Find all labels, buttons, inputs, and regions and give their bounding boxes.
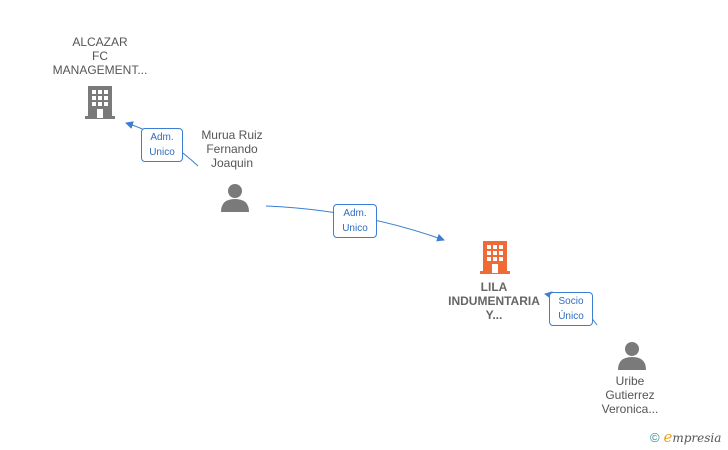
- brand-logo[interactable]: © empresia: [650, 428, 721, 446]
- company-name-line: INDUMENTARIA: [448, 294, 540, 308]
- building-icon[interactable]: [84, 84, 116, 120]
- person-name-line: Gutierrez: [605, 388, 655, 402]
- company-node-lila[interactable]: LILA INDUMENTARIA Y...: [434, 280, 554, 322]
- company-node-alcazar[interactable]: ALCAZAR FC MANAGEMENT...: [40, 35, 160, 77]
- person-icon[interactable]: [617, 340, 647, 370]
- building-icon[interactable]: [479, 239, 511, 275]
- person-name-line: Uribe: [615, 374, 645, 388]
- person-name-line: Joaquin: [210, 156, 254, 170]
- person-label-murua: Murua Ruiz Fernando Joaquin: [182, 128, 282, 170]
- company-label-alcazar: ALCAZAR FC MANAGEMENT...: [40, 35, 160, 77]
- edge-label-line: Unico: [149, 147, 175, 158]
- person-node-uribe[interactable]: Uribe Gutierrez Veronica...: [580, 374, 680, 416]
- person-icon[interactable]: [220, 182, 250, 212]
- company-name-line: ALCAZAR: [72, 35, 128, 49]
- edge-label-line: Unico: [342, 223, 368, 234]
- company-name-line: FC: [92, 49, 108, 63]
- edge-label-socio-unico[interactable]: Socio Único: [549, 292, 593, 326]
- person-name-line: Fernando: [206, 142, 258, 156]
- person-node-murua[interactable]: Murua Ruiz Fernando Joaquin: [182, 128, 282, 170]
- copyright-symbol: ©: [650, 430, 660, 445]
- company-label-lila: LILA INDUMENTARIA Y...: [434, 280, 554, 322]
- person-label-uribe: Uribe Gutierrez Veronica...: [580, 374, 680, 416]
- company-name-line: Y...: [485, 308, 503, 322]
- brand-name: mpresia: [672, 431, 722, 445]
- edge-label-line: Adm.: [343, 208, 367, 219]
- person-name-line: Veronica...: [601, 402, 659, 416]
- edge-label-adm-unico[interactable]: Adm. Unico: [333, 204, 377, 238]
- edge-label-adm-unico[interactable]: Adm. Unico: [141, 128, 183, 162]
- edge-label-line: Único: [558, 311, 584, 322]
- edge-label-line: Socio: [558, 296, 584, 307]
- company-name-line: LILA: [480, 280, 508, 294]
- person-name-line: Murua Ruiz: [201, 128, 263, 142]
- edge-label-line: Adm.: [150, 132, 174, 143]
- company-name-line: MANAGEMENT...: [52, 63, 148, 77]
- brand-initial: e: [663, 428, 673, 446]
